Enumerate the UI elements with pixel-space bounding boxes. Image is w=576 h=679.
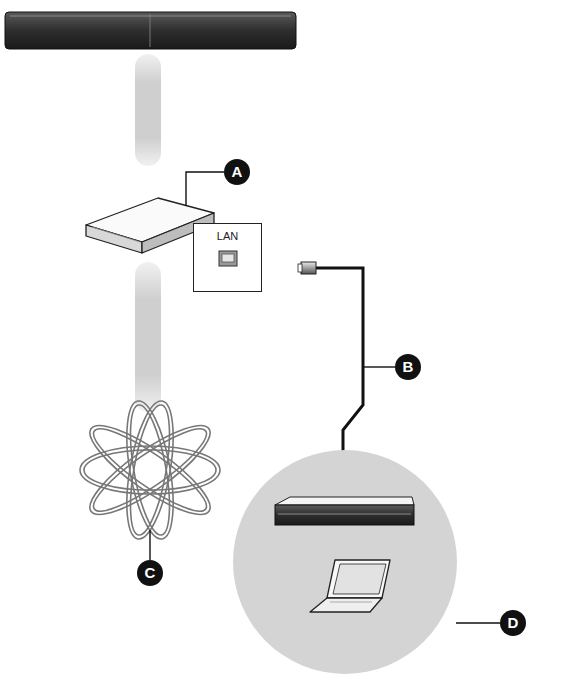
leader-line — [186, 172, 224, 206]
main-unit — [5, 12, 296, 49]
lan-panel-ground — [193, 223, 262, 292]
wireless-band — [135, 262, 161, 412]
lan-cable — [298, 262, 363, 469]
leader-line — [363, 366, 395, 367]
callout-letter: C — [137, 560, 163, 586]
recorder — [275, 497, 414, 525]
callout-letter: B — [395, 354, 421, 380]
callout-letter: A — [224, 159, 250, 185]
leader-line — [456, 622, 500, 623]
leader-line — [149, 530, 150, 560]
port-label: LAN — [194, 224, 261, 242]
internet-globe — [80, 398, 221, 543]
lan-port — [219, 251, 237, 266]
device-area — [233, 450, 457, 674]
laptop — [310, 560, 390, 612]
callout-letter: D — [500, 610, 526, 636]
wireless-band — [135, 54, 161, 166]
lan-panel: LAN — [193, 223, 262, 292]
